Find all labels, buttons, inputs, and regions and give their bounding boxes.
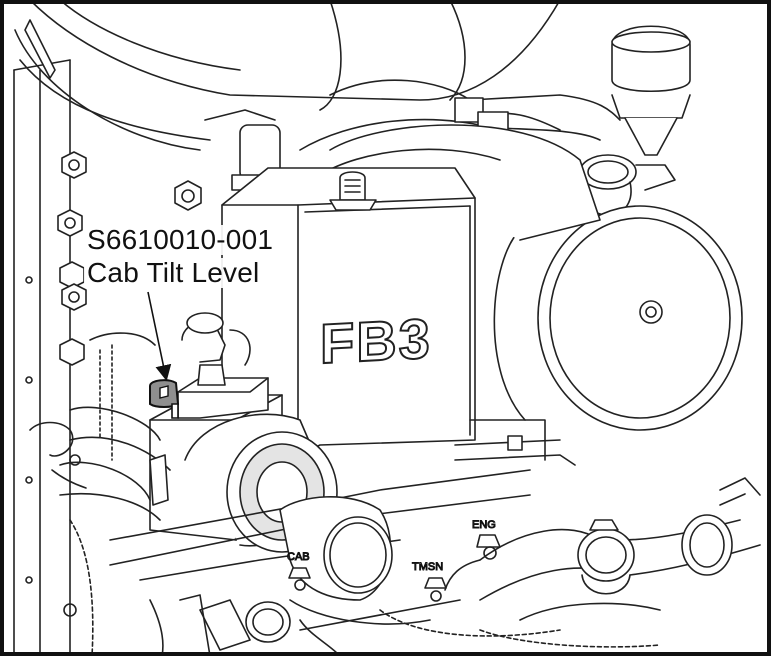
lower-left-caps	[149, 594, 341, 656]
air-filter	[611, 25, 691, 156]
round-canister	[184, 413, 338, 553]
tank-lettering: FB3	[320, 306, 432, 375]
cab-port-label: CAB	[287, 551, 310, 563]
corrugated-hoses-bottom	[69, 519, 661, 656]
transmission-port-label: TMSN	[412, 561, 443, 573]
pressure-cap-top	[579, 154, 676, 216]
arrow-leader-icon	[147, 291, 172, 382]
lower-cap	[577, 519, 635, 595]
part-number-label: S6610010-001	[84, 225, 277, 255]
upper-cylinder	[14, 0, 561, 151]
lower-crossmember	[109, 469, 531, 631]
lower-right-hoses	[479, 477, 761, 621]
cab-tilt-level-valve-icon[interactable]	[149, 379, 180, 419]
small-fittings	[24, 19, 169, 617]
part-description-label: Cab Tilt Level	[84, 258, 263, 288]
saddle-bracket	[454, 419, 576, 466]
engine-port-label: ENG	[472, 519, 496, 531]
upper-valve-handle	[181, 312, 251, 386]
air-tank-right	[493, 205, 743, 431]
rail-bolts	[57, 151, 202, 366]
port-fittings	[288, 534, 501, 602]
